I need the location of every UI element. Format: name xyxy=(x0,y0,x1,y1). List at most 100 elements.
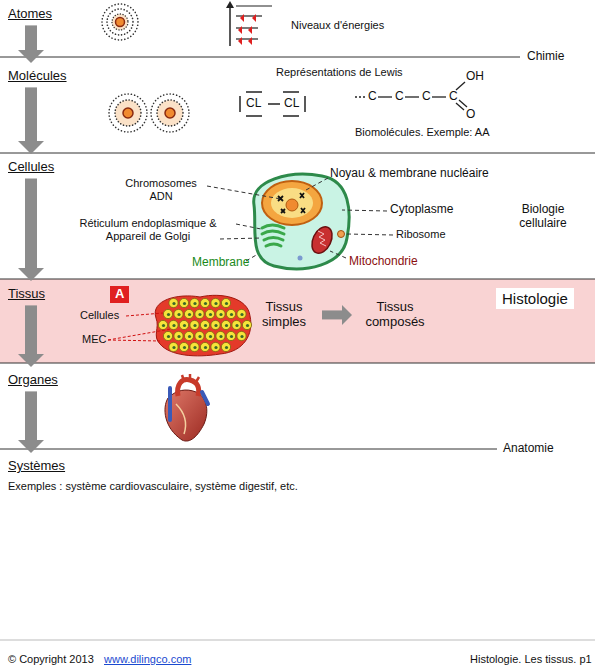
tissue-cell xyxy=(179,320,188,329)
label-text: Exemples : système cardiovasculaire, sys… xyxy=(8,480,298,493)
tissue-cell xyxy=(237,331,246,340)
ribosome xyxy=(338,231,345,238)
leader-line xyxy=(108,329,171,340)
level-arrow xyxy=(18,25,44,63)
organelle-label: Chromosomes ADN xyxy=(115,177,207,202)
level-name: Systèmes xyxy=(8,456,65,474)
arrow-head xyxy=(18,354,44,367)
arrow-head xyxy=(342,305,352,325)
cell-nucleus xyxy=(167,335,170,338)
figure-caption: Niveaux d'énergies xyxy=(291,19,384,32)
cell-nucleus xyxy=(172,346,175,349)
cell-nucleus xyxy=(225,346,228,349)
label-text: Cellules xyxy=(80,309,119,322)
label-text: Mitochondrie xyxy=(349,255,418,269)
lone-pair xyxy=(304,96,306,112)
arrow-shaft xyxy=(322,310,342,319)
label-text: C xyxy=(449,90,458,104)
atom-nucleus xyxy=(165,108,175,118)
cell-nucleus xyxy=(209,335,212,338)
extracellular-matrix xyxy=(155,295,251,356)
label-text: O xyxy=(466,108,475,122)
leader-line xyxy=(342,210,387,211)
cell-nucleus xyxy=(198,313,201,316)
organelle-label: Noyau & membrane nucléaire xyxy=(330,167,489,181)
chain-bond xyxy=(378,96,392,97)
molecule-figure xyxy=(109,94,189,132)
tissue-figure xyxy=(155,295,251,356)
tissue-cell xyxy=(216,309,225,318)
tissue-cell xyxy=(232,320,241,329)
tissue-cell xyxy=(205,331,214,340)
cell-nucleus xyxy=(188,335,191,338)
tissue-cell xyxy=(158,320,167,329)
separator-line xyxy=(0,279,595,280)
tissue-cell xyxy=(205,309,214,318)
tissue-cell xyxy=(200,298,209,307)
label-text: © Copyright 2013 xyxy=(8,653,94,666)
label-text: C xyxy=(368,90,377,104)
electron-shell xyxy=(109,94,147,132)
arteries xyxy=(182,374,199,382)
copyright-text: © Copyright 2013 xyxy=(8,653,94,666)
atom-symbol: O xyxy=(466,108,475,122)
label-text: Ribosome xyxy=(396,228,446,241)
electron-shell xyxy=(112,14,128,30)
discipline-label: Biologie cellulaire xyxy=(508,203,578,231)
tissue-cell xyxy=(211,342,220,351)
tissue-cell xyxy=(190,342,199,351)
level-arrow xyxy=(18,391,44,453)
electron-shell xyxy=(102,4,138,40)
carbon-chain xyxy=(355,82,467,110)
tissue-cell xyxy=(200,320,209,329)
tissue-cell xyxy=(221,342,230,351)
arrow-shaft xyxy=(25,25,37,50)
node-text: Tissus xyxy=(8,287,45,302)
label-text: Membrane xyxy=(192,256,249,270)
label-text: MEC xyxy=(82,333,106,346)
tissue-cell xyxy=(221,298,230,307)
cell-nucleus xyxy=(193,346,196,349)
tissue-cell xyxy=(226,309,235,318)
discipline-box: Histologie xyxy=(496,288,574,309)
cell-figure xyxy=(254,174,349,269)
cell-membrane xyxy=(254,174,349,269)
atom-symbol: C xyxy=(422,90,431,104)
lone-pair xyxy=(246,91,262,93)
separator-line xyxy=(0,153,595,154)
level-arrow xyxy=(18,305,44,367)
tissue-cell xyxy=(190,298,199,307)
cell-nucleus xyxy=(214,302,217,305)
label-text: Chromosomes ADN xyxy=(115,177,207,202)
tissue-cell xyxy=(195,309,204,318)
histology-band xyxy=(0,279,595,363)
tissue-cell xyxy=(221,320,230,329)
lewis-structure xyxy=(240,92,305,116)
level-arrow xyxy=(322,305,352,325)
nucleolus xyxy=(286,199,298,211)
lone-pair xyxy=(283,115,299,117)
cell-nucleus xyxy=(183,302,186,305)
cell-nucleus xyxy=(204,324,207,327)
node-text: Molécules xyxy=(8,69,67,84)
label-text: Biomolécules. Exemple: AA xyxy=(355,126,490,139)
double-bond xyxy=(459,100,467,107)
leader-line xyxy=(347,234,393,235)
organelle-label: Ribosome xyxy=(396,228,446,241)
figure-caption: Représentations de Lewis xyxy=(276,66,403,79)
footer-line xyxy=(0,640,595,641)
atom-symbol: C xyxy=(449,90,458,104)
energy-axis-head xyxy=(226,1,234,8)
electron-shell xyxy=(151,94,189,132)
atom-symbol: CL xyxy=(246,97,261,111)
leader-line xyxy=(220,238,262,239)
label-text: C xyxy=(422,90,431,104)
tissue-cells xyxy=(158,298,251,351)
website-link: www.dilingco.com xyxy=(104,653,191,666)
leader-line xyxy=(236,224,261,229)
cell-nucleus xyxy=(204,302,207,305)
cell-nucleus xyxy=(209,313,212,316)
separator-line xyxy=(0,449,497,450)
arrow-shaft xyxy=(25,391,37,440)
